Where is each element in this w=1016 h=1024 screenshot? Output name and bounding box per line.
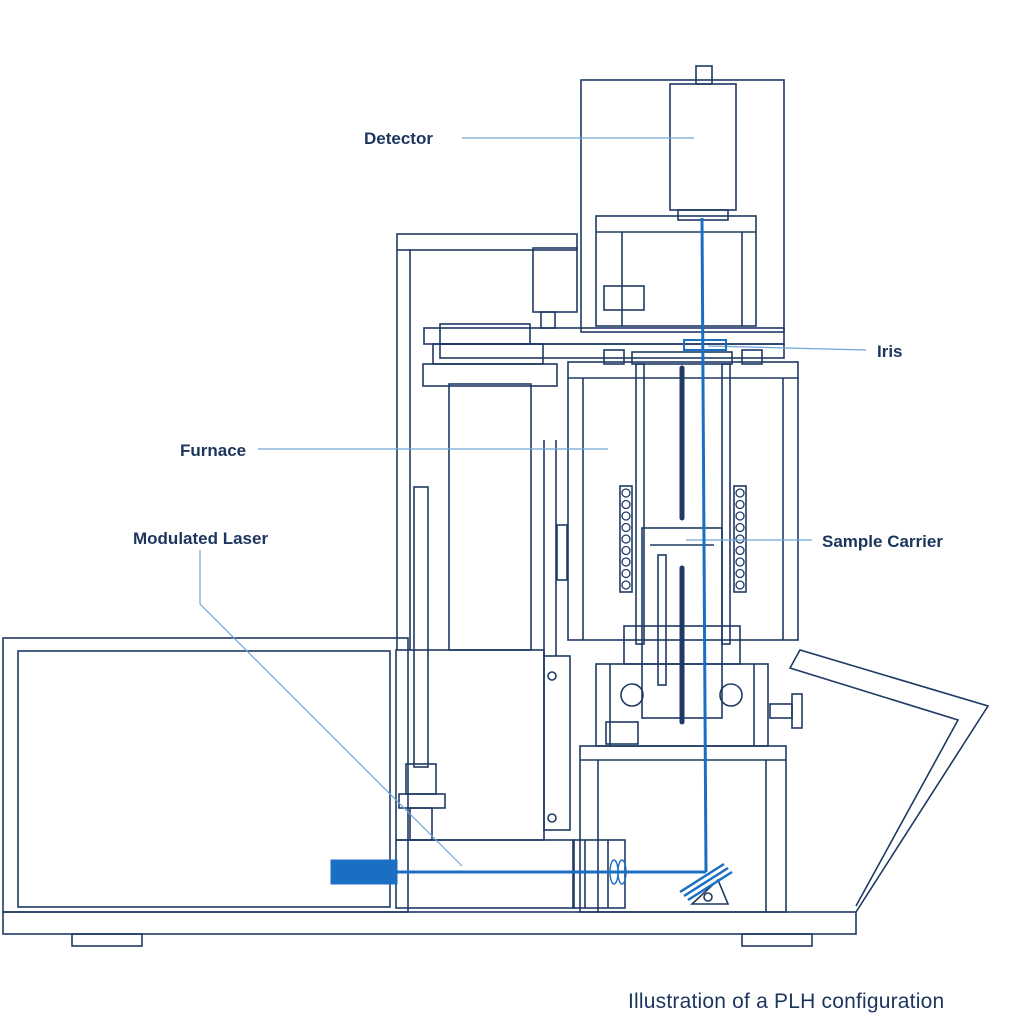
detector-tower (580, 79, 785, 333)
labels: Detector Iris Furnace Sample Carrier Mod… (133, 129, 943, 551)
heater-coil-ring (621, 534, 631, 544)
mirror (679, 862, 733, 902)
heater-coil-ring (735, 499, 745, 510)
heater-coil-ring (621, 568, 631, 579)
laser-beam (330, 217, 733, 902)
heater-coil-ring (621, 511, 631, 521)
heater-coil-ring (621, 522, 631, 533)
heater-coil-ring (621, 580, 631, 590)
iris-leader (707, 345, 867, 351)
figure-caption: Illustration of a PLH configuration (628, 990, 945, 1013)
base-plate (2, 911, 857, 935)
lift-rod (413, 486, 429, 768)
furnace-body (448, 383, 532, 651)
heater-coil-ring (735, 488, 745, 498)
iris-aperture (683, 339, 727, 351)
left-housing (2, 637, 409, 913)
heater-coil-ring (735, 557, 745, 567)
detector-body (669, 83, 737, 211)
left-column (396, 233, 578, 251)
beam-vertical (700, 217, 708, 873)
right-stand (579, 745, 787, 913)
left-housing-inner (17, 650, 391, 908)
furnace-label: Furnace (180, 441, 246, 460)
heater-coil-ring (735, 511, 745, 521)
heater-coils (621, 488, 745, 590)
apparatus-outline (2, 65, 990, 947)
heater-coil-ring (735, 534, 745, 544)
sample-carrier-label: Sample Carrier (822, 532, 943, 551)
modulated-laser-leader (199, 550, 463, 867)
right-angled-housing (788, 649, 990, 913)
heater-coil-ring (621, 488, 631, 498)
heater-coil-ring (735, 522, 745, 533)
foot-right (741, 933, 813, 947)
leader-lines (199, 137, 867, 867)
heater-coil-ring (621, 545, 631, 556)
iris-label: Iris (877, 342, 903, 361)
heater-coil-ring (735, 545, 745, 556)
foot-left (71, 933, 143, 947)
heater-coil-ring (735, 580, 745, 590)
heater-coil-ring (621, 557, 631, 567)
detector-label: Detector (364, 129, 433, 148)
mirror-mount (689, 878, 730, 905)
heater-coil-ring (735, 568, 745, 579)
modulated-laser-label: Modulated Laser (133, 529, 268, 548)
heater-coil-ring (621, 499, 631, 510)
optical-bench (395, 839, 575, 909)
modulated-laser-source (330, 859, 398, 885)
